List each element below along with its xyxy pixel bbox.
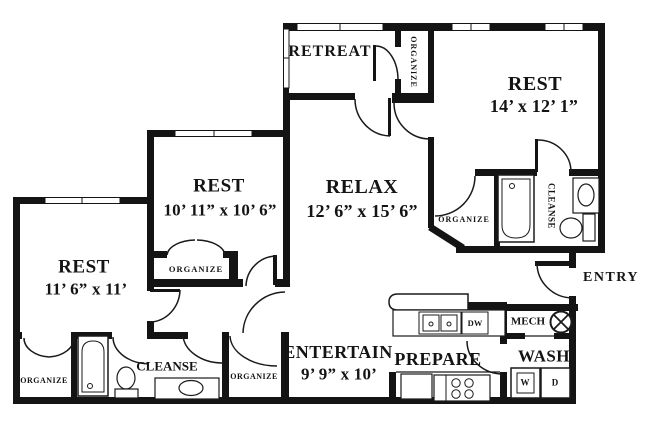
dryer <box>540 367 571 399</box>
closet-label-hall: ORGANIZE <box>230 372 278 381</box>
master-bathtub-inner <box>501 178 531 239</box>
closet-label-rest-middle: ORGANIZE <box>168 263 224 274</box>
master-toilet-bowl <box>559 217 583 239</box>
master-toilet-tank <box>582 213 596 242</box>
kitchen-bar-counter <box>388 293 469 311</box>
washer-label: W <box>520 377 530 388</box>
burner <box>451 378 461 388</box>
toilet-bowl <box>116 366 136 390</box>
stove <box>433 374 491 402</box>
room-dims-relax: 12’ 6” x 15’ 6” <box>306 201 418 221</box>
rest-left-door-arc <box>149 289 181 323</box>
master-sink <box>577 183 595 207</box>
master-bathtub-drain <box>509 183 515 189</box>
room-label-mech: MECH <box>510 315 546 328</box>
room-label-rest-right: REST <box>507 73 563 95</box>
room-label-rest-left: REST <box>58 256 110 278</box>
closet-label-master-walkin: ORGANIZE <box>438 215 490 224</box>
closet-label-retreat-side: ORGANIZE <box>409 36 418 88</box>
burner <box>464 389 474 399</box>
base-cabinet <box>400 373 433 400</box>
bath-door-arc-1 <box>112 336 150 365</box>
angled-wall <box>428 224 465 251</box>
windows <box>44 23 584 204</box>
entry-door-leaf <box>535 261 575 266</box>
rest-middle-closet-door-arc-1 <box>166 239 196 256</box>
dishwasher-label: DW <box>467 317 483 328</box>
room-label-rest-middle: REST <box>193 175 245 197</box>
kitchen-door-arc <box>466 340 504 375</box>
burner <box>451 389 461 399</box>
rest-middle-closet-door-arc-2 <box>196 239 226 256</box>
room-label-relax: RELAX <box>325 176 399 198</box>
closet-label-rest-left: ORGANIZE <box>20 376 68 385</box>
room-label-cleanse-master: CLEANSE <box>546 182 557 230</box>
vanity-sink <box>178 379 204 397</box>
room-dims-rest-left: 11’ 6” x 11’ <box>44 279 128 299</box>
bath-door-arc-2 <box>182 334 223 364</box>
master-bath-door-arc <box>537 139 572 173</box>
rest-right-door-arc <box>393 102 431 140</box>
burner <box>464 378 474 388</box>
walkin-closet-door-arc <box>434 175 476 217</box>
closet-left-door-arc-2 <box>48 337 75 358</box>
hall-closet-door-arc-2 <box>229 335 278 367</box>
room-label-cleanse-main: CLEANSE <box>136 358 198 374</box>
rest-middle-door-arc <box>245 255 277 287</box>
room-label-entertain: ENTERTAIN <box>283 342 393 362</box>
room-label-prepare: PREPARE <box>394 349 482 369</box>
closet-left-door-arc-1 <box>23 337 50 358</box>
fixtures <box>77 174 600 402</box>
toilet-tank <box>114 388 139 399</box>
dryer-label: D <box>551 377 559 388</box>
room-label-entry: ENTRY <box>582 270 640 285</box>
door-swings <box>23 45 574 375</box>
retreat-closet-door-arc <box>375 45 399 81</box>
room-dims-entertain: 9’ 9” x 10’ <box>300 364 378 384</box>
room-dims-rest-right: 14’ x 12’ 1” <box>489 96 579 116</box>
bathtub-drain <box>87 383 93 389</box>
walls <box>13 23 605 404</box>
room-label-retreat: RETREAT <box>288 43 372 60</box>
kitchen-sink-basin-2 <box>440 314 458 332</box>
room-label-wash: WASH <box>517 346 571 366</box>
washer-inner <box>516 372 535 394</box>
hall-closet-door-arc-1 <box>242 291 286 334</box>
dishwasher <box>461 311 489 335</box>
kitchen-sink-basin-1 <box>422 314 440 332</box>
retreat-door-arc <box>354 98 391 137</box>
bathtub-inner <box>81 340 105 393</box>
entry-door-arc <box>536 262 574 299</box>
room-dims-rest-middle: 10’ 11” x 10’ 6” <box>163 200 277 220</box>
